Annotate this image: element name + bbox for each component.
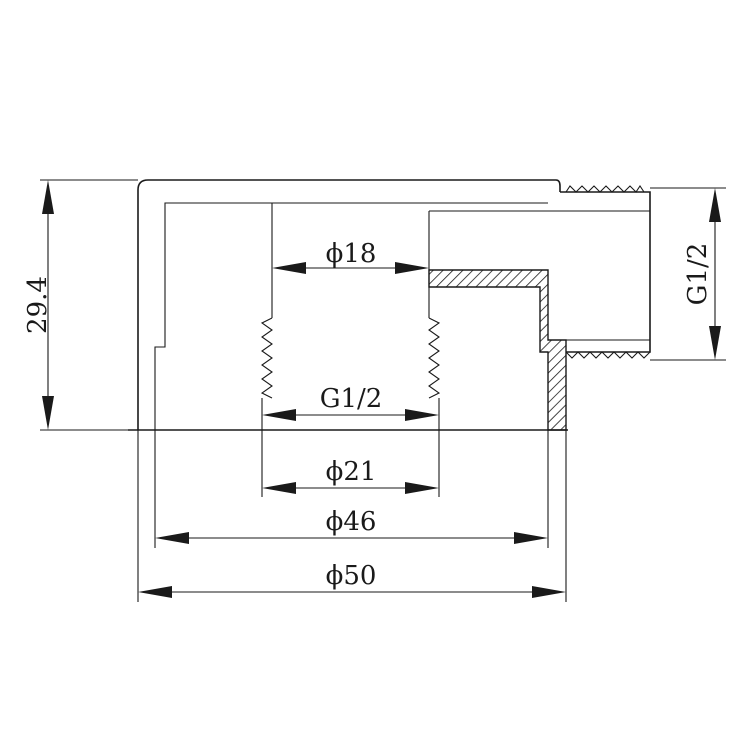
dimension-height: 29.4 — [23, 180, 54, 430]
spigot-outline — [560, 191, 651, 353]
dimension-inner-thread: G1/2 — [262, 384, 439, 421]
dimension-d21: ϕ21 — [262, 457, 439, 494]
outer-thread-bottom — [565, 351, 651, 359]
label-inner-thread: G1/2 — [320, 384, 383, 414]
label-d50: ϕ50 — [326, 561, 377, 591]
label-outer-thread: G1/2 — [683, 243, 713, 306]
part-outline — [128, 179, 651, 431]
dimension-d50: ϕ50 — [138, 561, 566, 598]
outer-body-outline — [137, 179, 561, 430]
inner-step-wall — [154, 202, 548, 430]
extension-lines — [40, 179, 726, 602]
inner-thread-right — [428, 317, 441, 399]
label-d21: ϕ21 — [326, 457, 377, 487]
label-height: 29.4 — [23, 276, 53, 334]
label-bore: ϕ18 — [326, 239, 377, 269]
dimension-d46: ϕ46 — [155, 507, 548, 544]
outer-thread-top — [565, 185, 645, 193]
dimension-bore: ϕ18 — [272, 239, 429, 274]
hatched-section — [428, 269, 567, 431]
label-d46: ϕ46 — [326, 507, 377, 537]
dimension-outer-thread: G1/2 — [683, 188, 721, 360]
inner-thread-left — [260, 317, 273, 399]
